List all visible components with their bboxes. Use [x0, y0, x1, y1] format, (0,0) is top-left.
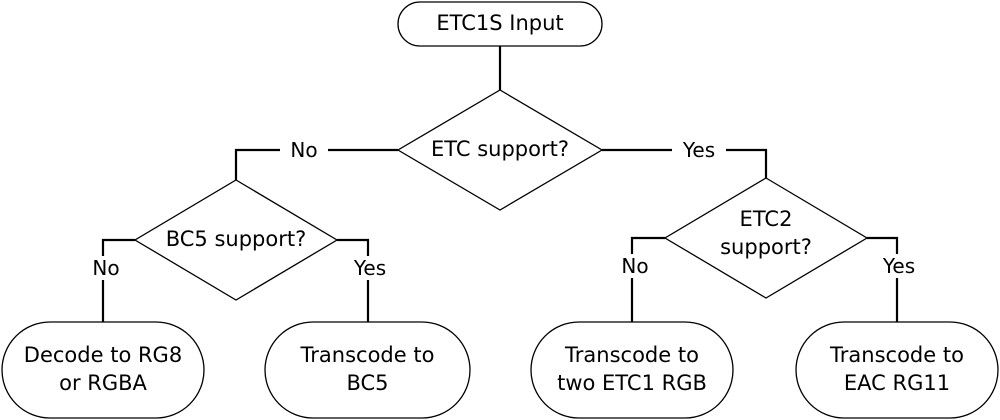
bc5-support-decision: BC5 support?: [165, 227, 307, 252]
etc2-support-decision: ETC2 support?: [720, 207, 812, 259]
connector-etc2-no: [630, 236, 665, 322]
edge-label-bc5-no: No: [82, 256, 130, 280]
decode-rg8-terminal: Decode to RG8 or RGBA: [23, 343, 183, 395]
connector-bc5-no: [101, 238, 135, 322]
connector-bc5-yes: [337, 238, 370, 322]
connector-etc-yes: [602, 148, 768, 178]
transcode-etc1-terminal: Transcode to two ETC1 RGB: [557, 343, 707, 395]
connector-etc-no: [234, 148, 398, 180]
edge-label-etc2-no: No: [611, 254, 659, 278]
etc2-decision-shape: [663, 177, 869, 299]
edge-label-etc-yes: Yes: [672, 138, 726, 162]
etc-support-decision: ETC support?: [431, 137, 569, 162]
edge-label-etc-no: No: [280, 138, 328, 162]
bc5-decision-shape: [133, 179, 339, 301]
start-terminal: ETC1S Input: [436, 11, 564, 36]
edge-label-bc5-yes: Yes: [343, 256, 397, 280]
etc-decision-shape: [396, 89, 604, 211]
connector-etc2-yes: [867, 236, 899, 322]
transcode-eac-terminal: Transcode to EAC RG11: [830, 343, 964, 395]
transcode-bc5-terminal: Transcode to BC5: [300, 343, 435, 395]
edge-label-etc2-yes: Yes: [872, 254, 926, 278]
